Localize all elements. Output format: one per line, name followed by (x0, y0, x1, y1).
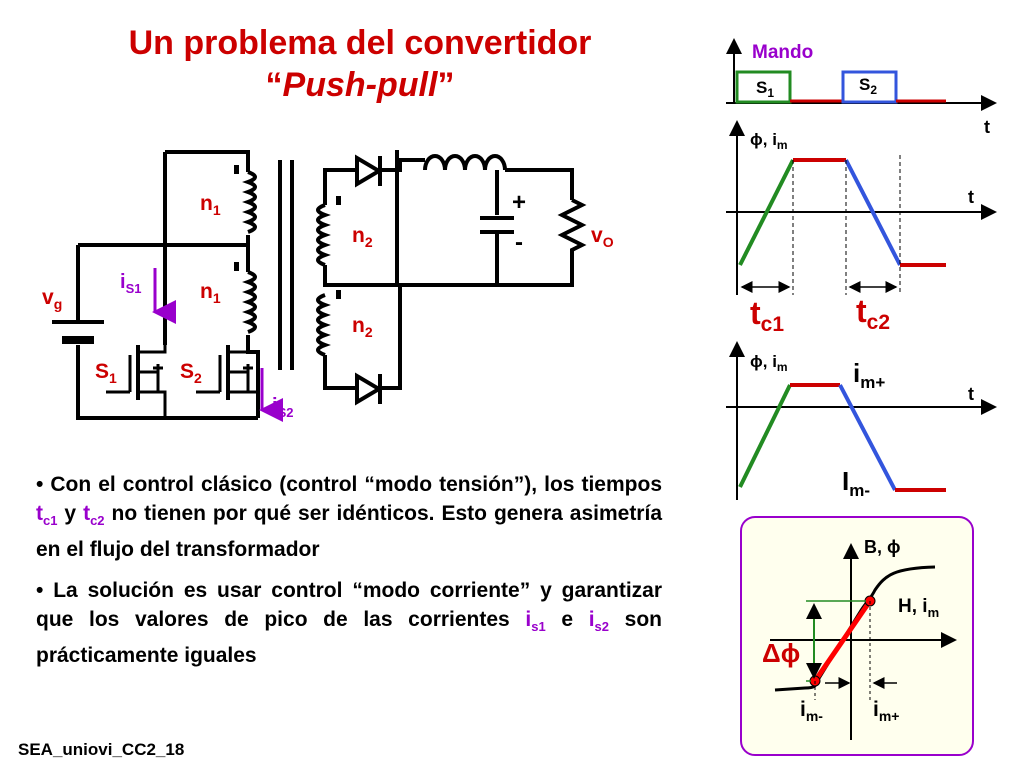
bullet-2-text-a: La solución es usar control “modo corrie… (36, 579, 663, 632)
primary-coil-1 (242, 170, 257, 234)
flux-plot-2 (726, 341, 997, 500)
secondary-top-wire (323, 168, 355, 205)
n1-top-label: n1 (200, 192, 221, 218)
bh-excursion (812, 599, 873, 683)
bullet-1-tc1: tc1 (36, 502, 58, 529)
n2-top-label: n2 (352, 224, 373, 250)
push-pull-circuit (52, 150, 587, 420)
is1-label: iS1 (120, 271, 141, 296)
output-bottom-wire (397, 260, 574, 287)
n1-bottom-label: n1 (200, 280, 221, 306)
bullet-list: • Con el control clásico (control “modo … (36, 470, 662, 682)
bh-y-axis-label: B, ϕ (864, 537, 901, 557)
bullet-1-tc2: tc2 (83, 502, 105, 529)
tc2-label: tc2 (856, 293, 890, 334)
cap-plus: + (512, 189, 526, 216)
title-line-2: “Push-pull” (40, 64, 680, 106)
mosfet-s2 (196, 345, 258, 400)
page-title: Un problema del convertidor “Push-pull” (40, 22, 680, 106)
bullet-2: • La solución es usar control “modo corr… (36, 579, 663, 668)
bullet-2-is1: is1 (525, 608, 546, 635)
t-axis-label-3: t (968, 384, 974, 404)
bh-box (740, 516, 974, 756)
primary-bottom-wire (246, 335, 260, 418)
s2-pulse (841, 70, 898, 104)
phi-im-label-2: ϕ, im (750, 352, 788, 374)
bullet-2-is2: is2 (588, 608, 610, 635)
im-plus-wave-label: im+ (853, 358, 885, 392)
source-wires (76, 243, 258, 420)
polarity-dot-1 (234, 165, 239, 174)
footer-label: SEA_uniovi_CC2_18 (18, 740, 185, 759)
phi-im-label-1: ϕ, im (750, 130, 788, 152)
is2-label: iS2 (272, 395, 293, 420)
bh-x-axis-label: H, im (898, 596, 939, 620)
bh-im-plus-label: im+ (873, 698, 899, 724)
diode-top (355, 154, 383, 188)
mando-label: Mando (752, 42, 813, 63)
bullet-2-text-b: e (545, 608, 589, 632)
bh-im-minus-label: im- (800, 698, 823, 724)
delta-phi-label: Δϕ (762, 638, 800, 668)
load-resistor (557, 198, 587, 260)
wave-s1-label: S1 (756, 78, 774, 100)
close-quote: ” (437, 66, 455, 104)
open-quote: “ (265, 66, 283, 104)
primary-coil-2 (242, 270, 257, 334)
bullet-2-text-c: son prácticamente iguales (36, 608, 663, 668)
flux-plot-1 (726, 120, 997, 295)
s1-label: S1 (95, 360, 117, 386)
output-top-wire (505, 168, 574, 200)
polarity-dot-3 (336, 196, 341, 205)
s2-label: S2 (180, 360, 202, 386)
tc1-label: tc1 (750, 295, 784, 336)
secondary-coil-1 (316, 203, 331, 267)
mosfet-s1 (106, 345, 167, 418)
vg-label: vg (42, 286, 62, 312)
s1-pulse (735, 70, 792, 104)
vo-label: vO (591, 224, 614, 250)
bullet-1-text-c: no tienen por qué ser idénticos. Esto ge… (36, 502, 662, 562)
primary-top-wire (165, 150, 250, 172)
bh-plot (770, 543, 957, 740)
title-italic: Push-pull (282, 66, 438, 104)
wave-s2-label: S2 (859, 75, 877, 97)
secondary-bottom-wire (323, 355, 355, 390)
t-axis-label-2: t (968, 187, 974, 207)
title-line-1: Un problema del convertidor (128, 24, 592, 62)
mando-plot (726, 38, 997, 111)
bullet-1-text-b: y (57, 502, 84, 525)
bullet-1-text-a: Con el control clásico (control “modo te… (50, 473, 662, 496)
output-inductor (423, 154, 507, 171)
bullet-1: • Con el control clásico (control “modo … (36, 473, 662, 562)
polarity-dot-2 (234, 262, 239, 271)
t-axis-label-1: t (984, 117, 990, 137)
diode-bottom (355, 372, 383, 406)
n2-bottom-label: n2 (352, 314, 373, 340)
secondary-coil-2 (316, 293, 331, 357)
im-minus-wave-label: Im- (842, 466, 870, 500)
cap-minus: - (515, 229, 523, 256)
polarity-dot-4 (336, 290, 341, 299)
